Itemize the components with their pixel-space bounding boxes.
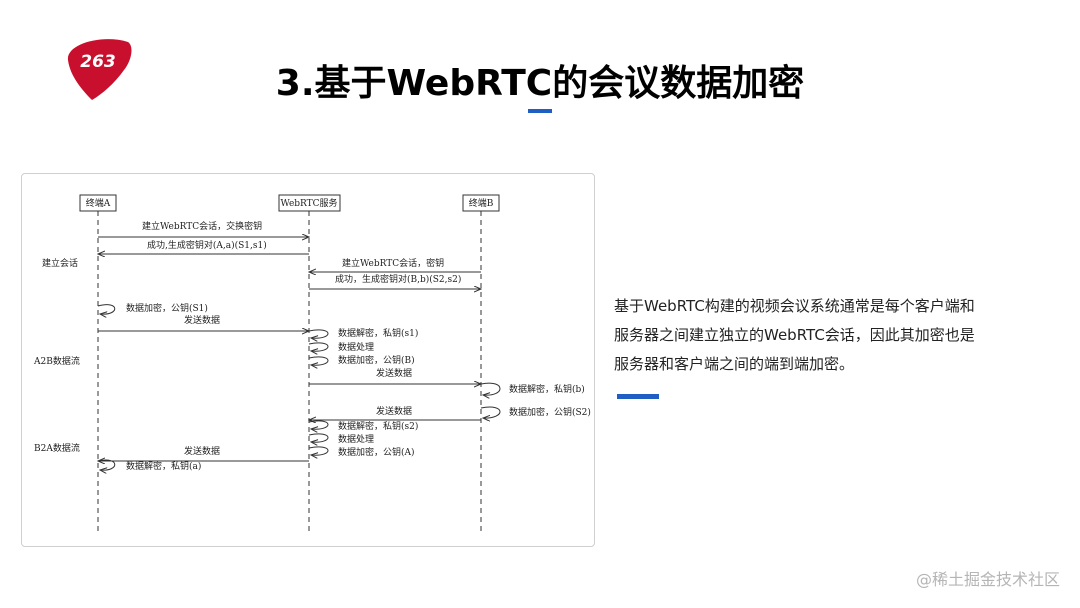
participant-a-label: 终端A	[86, 197, 111, 209]
msg-server-process-1-label: 数据处理	[338, 341, 374, 353]
description-line: 基于WebRTC构建的视频会议系统通常是每个客户端和	[614, 297, 975, 315]
msg-server-process-2-label: 数据处理	[338, 433, 374, 445]
participant-server-label: WebRTC服务	[280, 197, 337, 209]
side-label-b2a: B2A数据流	[34, 442, 80, 454]
msg-server-encrypt-a-label: 数据加密，公钥(A)	[338, 446, 415, 458]
description-line: 服务器之间建立独立的WebRTC会话，因此其加密也是	[614, 326, 975, 344]
self-loop-b-decrypt	[480, 382, 501, 395]
msg-a-setup-label: 建立WebRTC会话，交换密钥	[142, 220, 262, 232]
description-accent-bar	[617, 394, 659, 399]
msg-server-ok-a-label: 成功,生成密钥对(A,a)(S1,s1)	[147, 239, 267, 251]
logo-text: 263	[80, 52, 116, 72]
msg-b-decrypt-label: 数据解密，私钥(b)	[509, 383, 585, 395]
page-title: 3.基于WebRTC的会议数据加密	[275, 63, 805, 104]
msg-server-encrypt-b-label: 数据加密，公钥(B)	[338, 354, 415, 366]
side-label-setup: 建立会话	[42, 257, 78, 269]
msg-b-encrypt-label: 数据加密，公钥(S2)	[509, 406, 591, 418]
description-text: 基于WebRTC构建的视频会议系统通常是每个客户端和 服务器之间建立独立的Web…	[614, 292, 1014, 379]
self-loop-a-encrypt	[97, 304, 116, 315]
self-loop-server-process-2	[308, 433, 329, 442]
msg-server-decrypt-s1-label: 数据解密，私钥(s1)	[338, 327, 418, 339]
side-label-a2b: A2B数据流	[33, 355, 80, 367]
participant-b-label: 终端B	[469, 197, 494, 209]
msg-server-send-b-label: 发送数据	[376, 367, 412, 379]
msg-b-setup-label: 建立WebRTC会话，密钥	[342, 257, 444, 269]
msg-server-send-a-label: 发送数据	[184, 445, 220, 457]
sequence-diagram-panel: 终端A WebRTC服务 终端B 建立会话 A2B数据流 B2A数据流 建立We…	[21, 173, 595, 547]
description-line: 服务器和客户端之间的端到端加密。	[614, 355, 855, 373]
self-loop-b-encrypt	[480, 406, 501, 418]
self-loop-server-encrypt-a	[308, 446, 329, 455]
sequence-diagram: 终端A WebRTC服务 终端B 建立会话 A2B数据流 B2A数据流 建立We…	[33, 194, 591, 534]
msg-a-send-label: 发送数据	[184, 314, 220, 326]
title-underline	[528, 109, 552, 113]
self-loop-server-encrypt-b	[308, 356, 329, 365]
watermark: @稀土掘金技术社区	[915, 570, 1060, 589]
self-loop-server-decrypt-s1	[308, 329, 329, 338]
msg-b-send-label: 发送数据	[376, 405, 412, 417]
msg-server-decrypt-s2-label: 数据解密，私钥(s2)	[338, 420, 418, 432]
brand-logo: 263	[67, 39, 132, 100]
msg-a-decrypt-label: 数据解密，私钥(a)	[126, 460, 201, 472]
msg-server-ok-b-label: 成功，生成密钥对(B,b)(S2,s2)	[335, 273, 461, 285]
self-loop-server-process-1	[308, 342, 329, 351]
msg-a-encrypt-label: 数据加密，公钥(S1)	[126, 302, 208, 314]
self-loop-server-decrypt-s2	[308, 420, 329, 429]
self-loop-a-decrypt	[97, 459, 116, 470]
